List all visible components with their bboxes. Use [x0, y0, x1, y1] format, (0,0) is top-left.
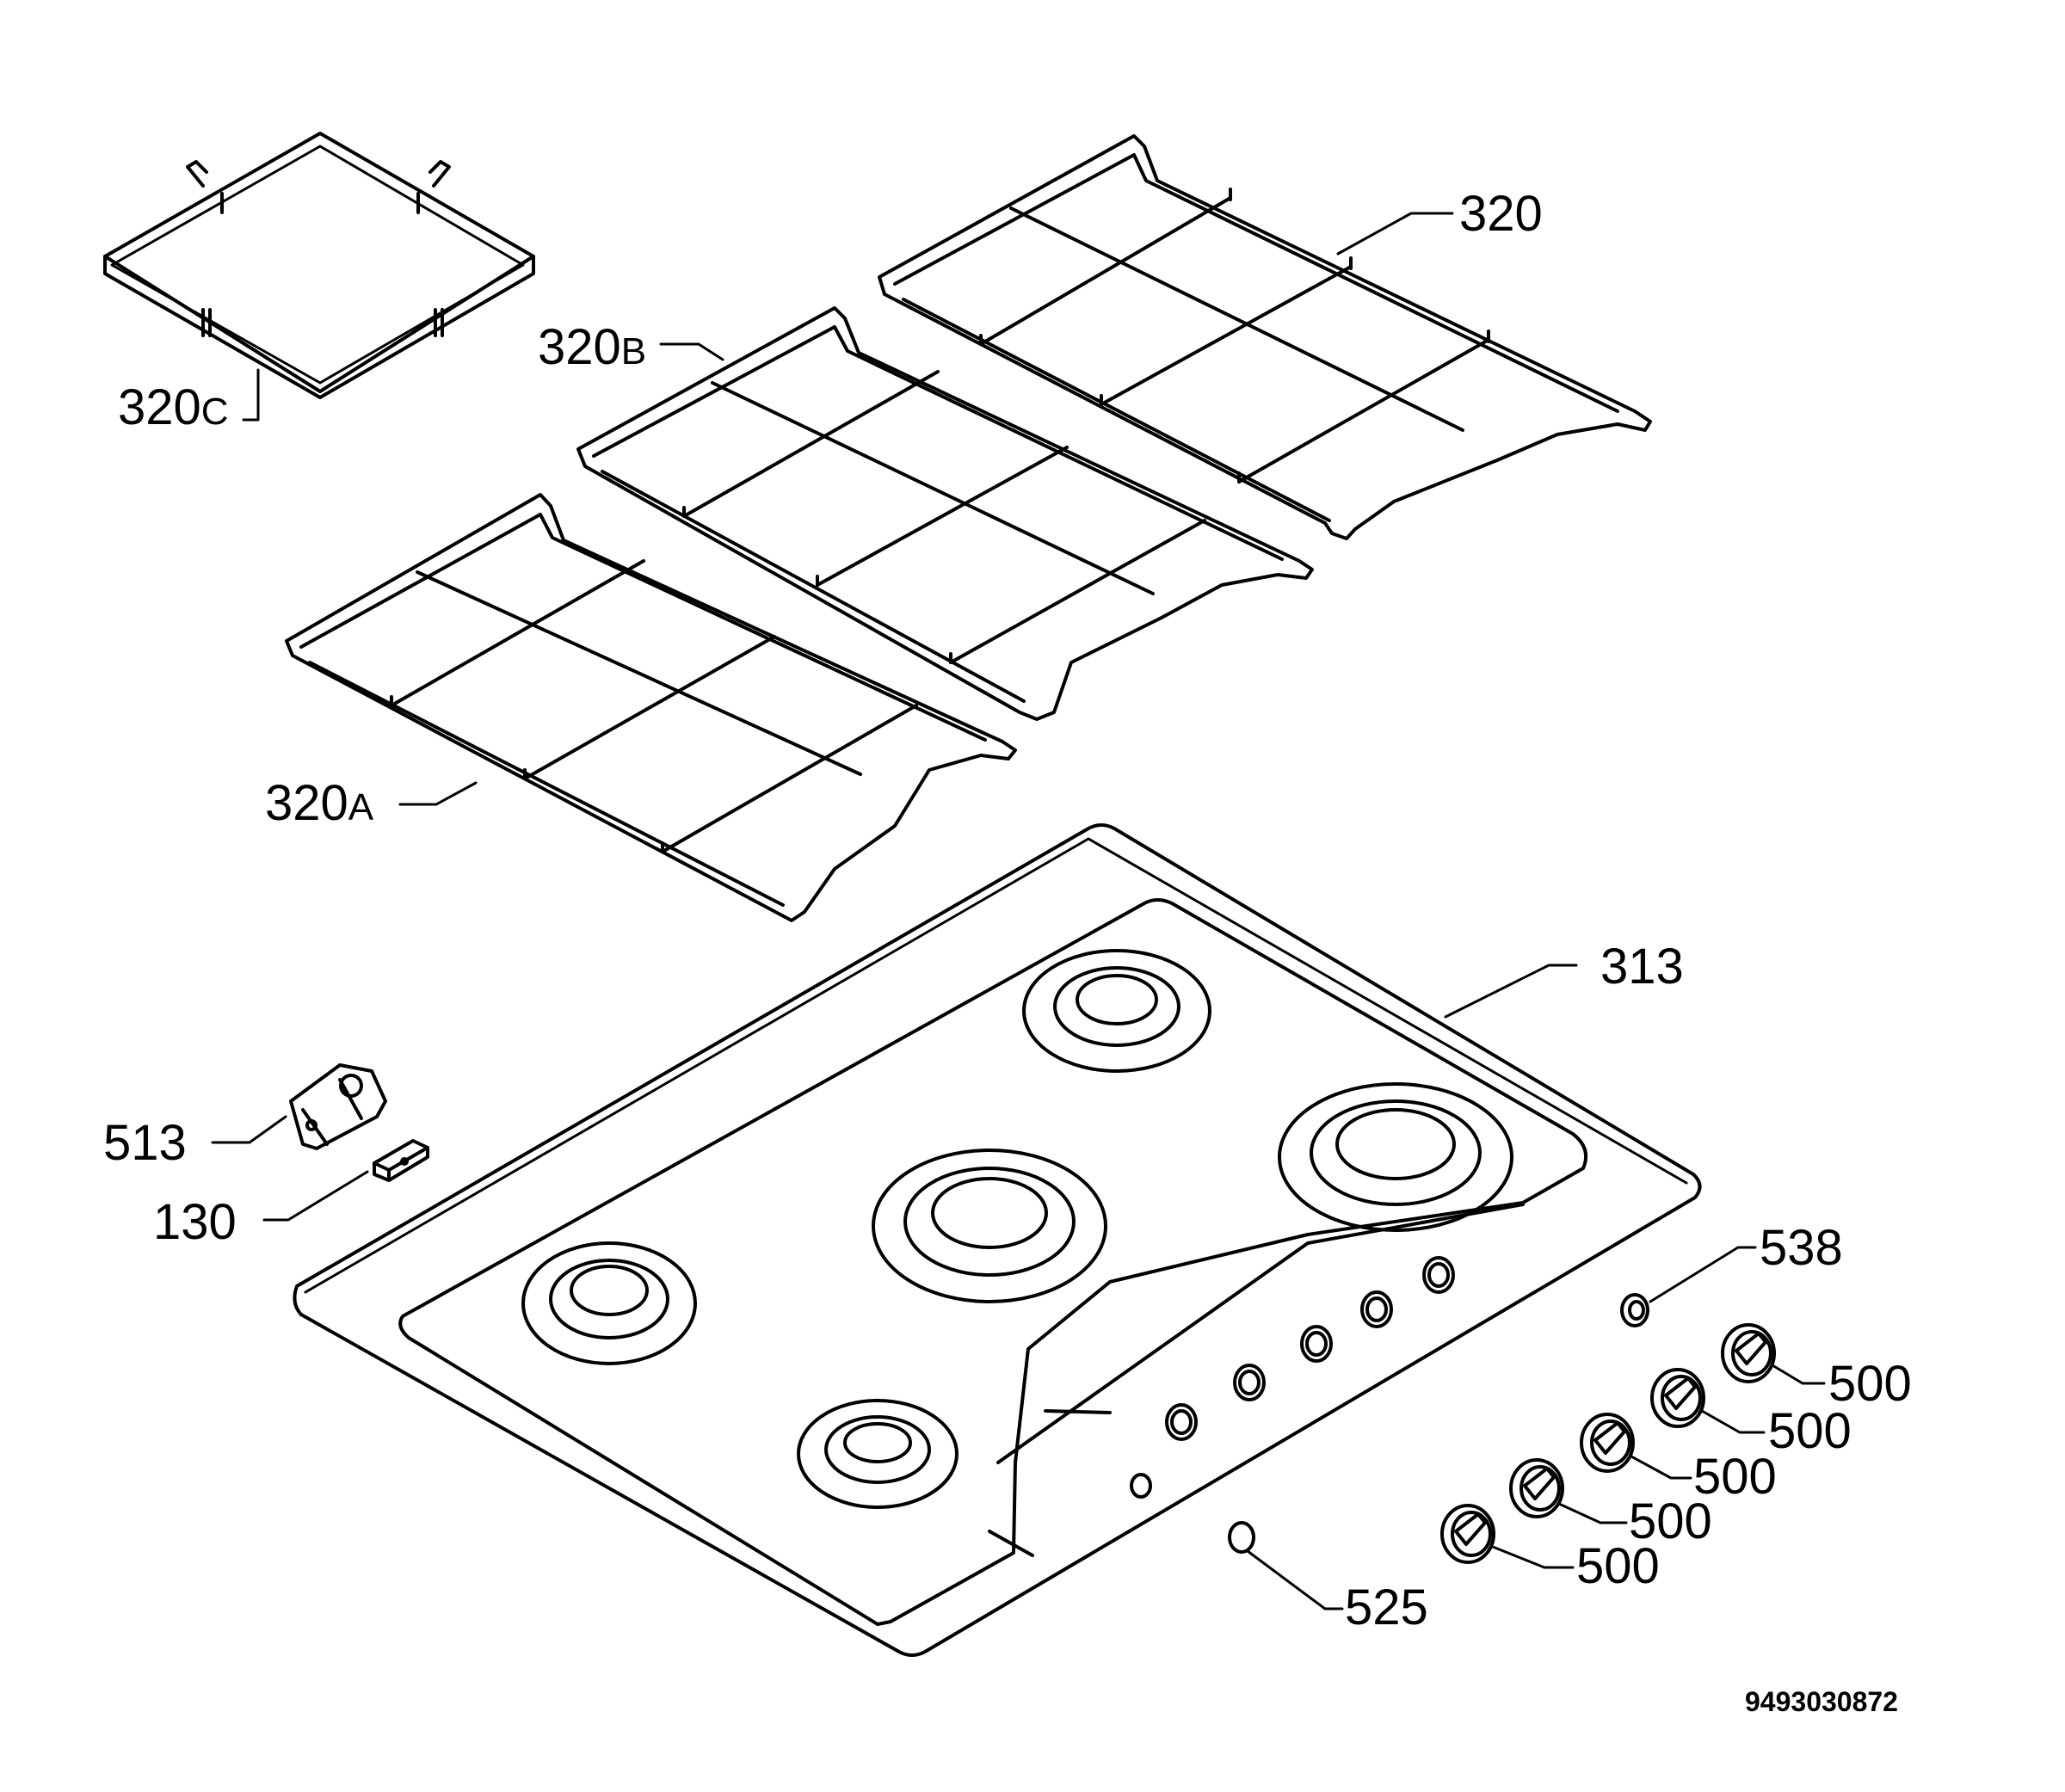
label-313: 313	[1600, 939, 1684, 995]
clip-513	[289, 1063, 387, 1150]
label-320a-number: 320	[265, 775, 348, 831]
knob-500-3	[1580, 1413, 1635, 1473]
label-320a: 320A	[265, 779, 373, 828]
pan-support-320a	[285, 493, 1017, 922]
nut-538	[1620, 1293, 1649, 1327]
label-538: 538	[1760, 1220, 1843, 1276]
label-130: 130	[153, 1194, 237, 1250]
label-525: 525	[1345, 1580, 1428, 1635]
knob-500-5	[1440, 1504, 1495, 1564]
label-320b: 320B	[538, 323, 646, 373]
knob-500-4	[1509, 1458, 1564, 1518]
knob-500-1	[1721, 1323, 1776, 1383]
label-320a-suffix: A	[348, 786, 374, 828]
document-number: 9493030872	[1745, 1686, 1898, 1717]
pan-support-320b	[576, 306, 1314, 721]
burner-center	[872, 1148, 1107, 1303]
cap-525	[1228, 1521, 1255, 1554]
leader-lines	[211, 212, 1826, 1610]
pan-support-320c	[103, 132, 535, 399]
label-513: 513	[103, 1115, 187, 1171]
label-500-4: 500	[1629, 1493, 1712, 1549]
label-500-2: 500	[1768, 1403, 1852, 1459]
knob-500-2	[1650, 1368, 1705, 1428]
label-320c-number: 320	[118, 379, 201, 435]
label-500-5: 500	[1576, 1538, 1660, 1594]
pan-support-320	[878, 134, 1652, 540]
label-320c-suffix: C	[200, 391, 229, 433]
block-130	[373, 1139, 429, 1182]
hob-top-313	[293, 823, 1702, 1657]
label-320b-suffix: B	[620, 330, 647, 373]
label-320c: 320C	[118, 383, 229, 433]
label-500-1: 500	[1828, 1356, 1912, 1412]
label-320: 320	[1459, 186, 1543, 242]
label-320b-number: 320	[538, 319, 621, 375]
burner-front	[797, 1399, 959, 1509]
knob-holes	[1130, 1256, 1455, 1499]
burner-left	[521, 1241, 697, 1365]
label-500-3: 500	[1693, 1449, 1777, 1505]
burner-right-large	[1278, 1082, 1513, 1232]
burner-rear-right	[1022, 949, 1211, 1073]
